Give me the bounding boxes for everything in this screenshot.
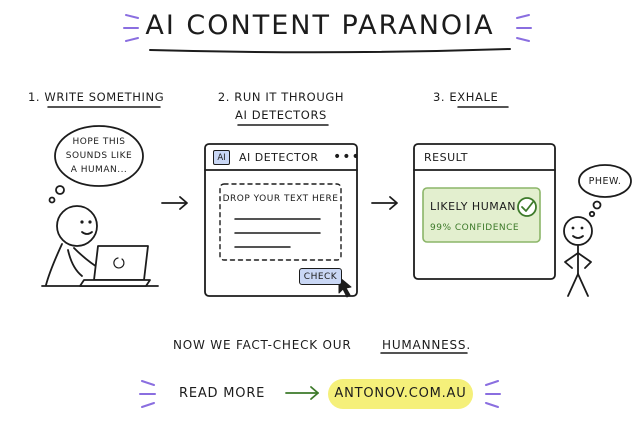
title-sparkles-right (516, 14, 532, 42)
person-relieved (563, 216, 593, 297)
bottom-sparkles-left (139, 380, 156, 408)
detector-window-frame (204, 143, 358, 297)
thought-dot-2 (48, 196, 56, 204)
check-button[interactable]: CHECK (299, 268, 342, 285)
more-options-icon[interactable]: ••• (333, 149, 361, 165)
step1-label: 1. WRITE SOMETHING (28, 90, 165, 104)
drop-zone-lines (234, 218, 321, 248)
relief-text: PHEW. (588, 176, 622, 187)
result-verdict: LIKELY HUMAN (430, 200, 516, 213)
tagline-highlight: HUMANNESS. (382, 338, 471, 352)
detector-title: AI DETECTOR (239, 151, 319, 164)
result-card (422, 187, 541, 243)
cursor-icon (338, 276, 352, 298)
relief-bubble (578, 164, 632, 198)
laptop-icon (79, 245, 151, 287)
thought-dot-1 (55, 185, 65, 195)
step3-label: 3. EXHALE (433, 90, 499, 104)
website-link[interactable]: ANTONOV.COM.AU (328, 379, 473, 409)
title-sparkles-left (123, 14, 139, 42)
arrow-1 (161, 196, 188, 210)
ai-badge-icon: AI (213, 150, 230, 165)
title-underline (149, 48, 511, 54)
thought-line-3: A HUMAN... (70, 165, 128, 175)
read-more-label: READ MORE (179, 386, 266, 401)
thought-line-2: SOUNDS LIKE (65, 151, 133, 161)
relief-dot-2 (588, 210, 596, 218)
checkmark-icon (517, 197, 537, 217)
page-title: AI CONTENT PARANOIA (145, 10, 495, 41)
result-title: RESULT (424, 151, 468, 164)
drop-zone-text: DROP YOUR TEXT HERE (222, 194, 339, 204)
bottom-sparkles-right (485, 380, 501, 408)
arrow-2 (371, 196, 398, 210)
drop-zone-border (219, 183, 342, 261)
thought-line-1: HOPE THIS (72, 137, 126, 147)
tagline-prefix: NOW WE FACT-CHECK OUR (173, 338, 352, 352)
relief-dot-1 (592, 200, 602, 210)
result-confidence: 99% CONFIDENCE (430, 223, 520, 233)
step2-label-line2: AI DETECTORS (235, 108, 327, 122)
thought-bubble (54, 125, 144, 187)
read-more-arrow (285, 386, 319, 400)
step2-label-line1: 2. RUN IT THROUGH (217, 90, 345, 104)
